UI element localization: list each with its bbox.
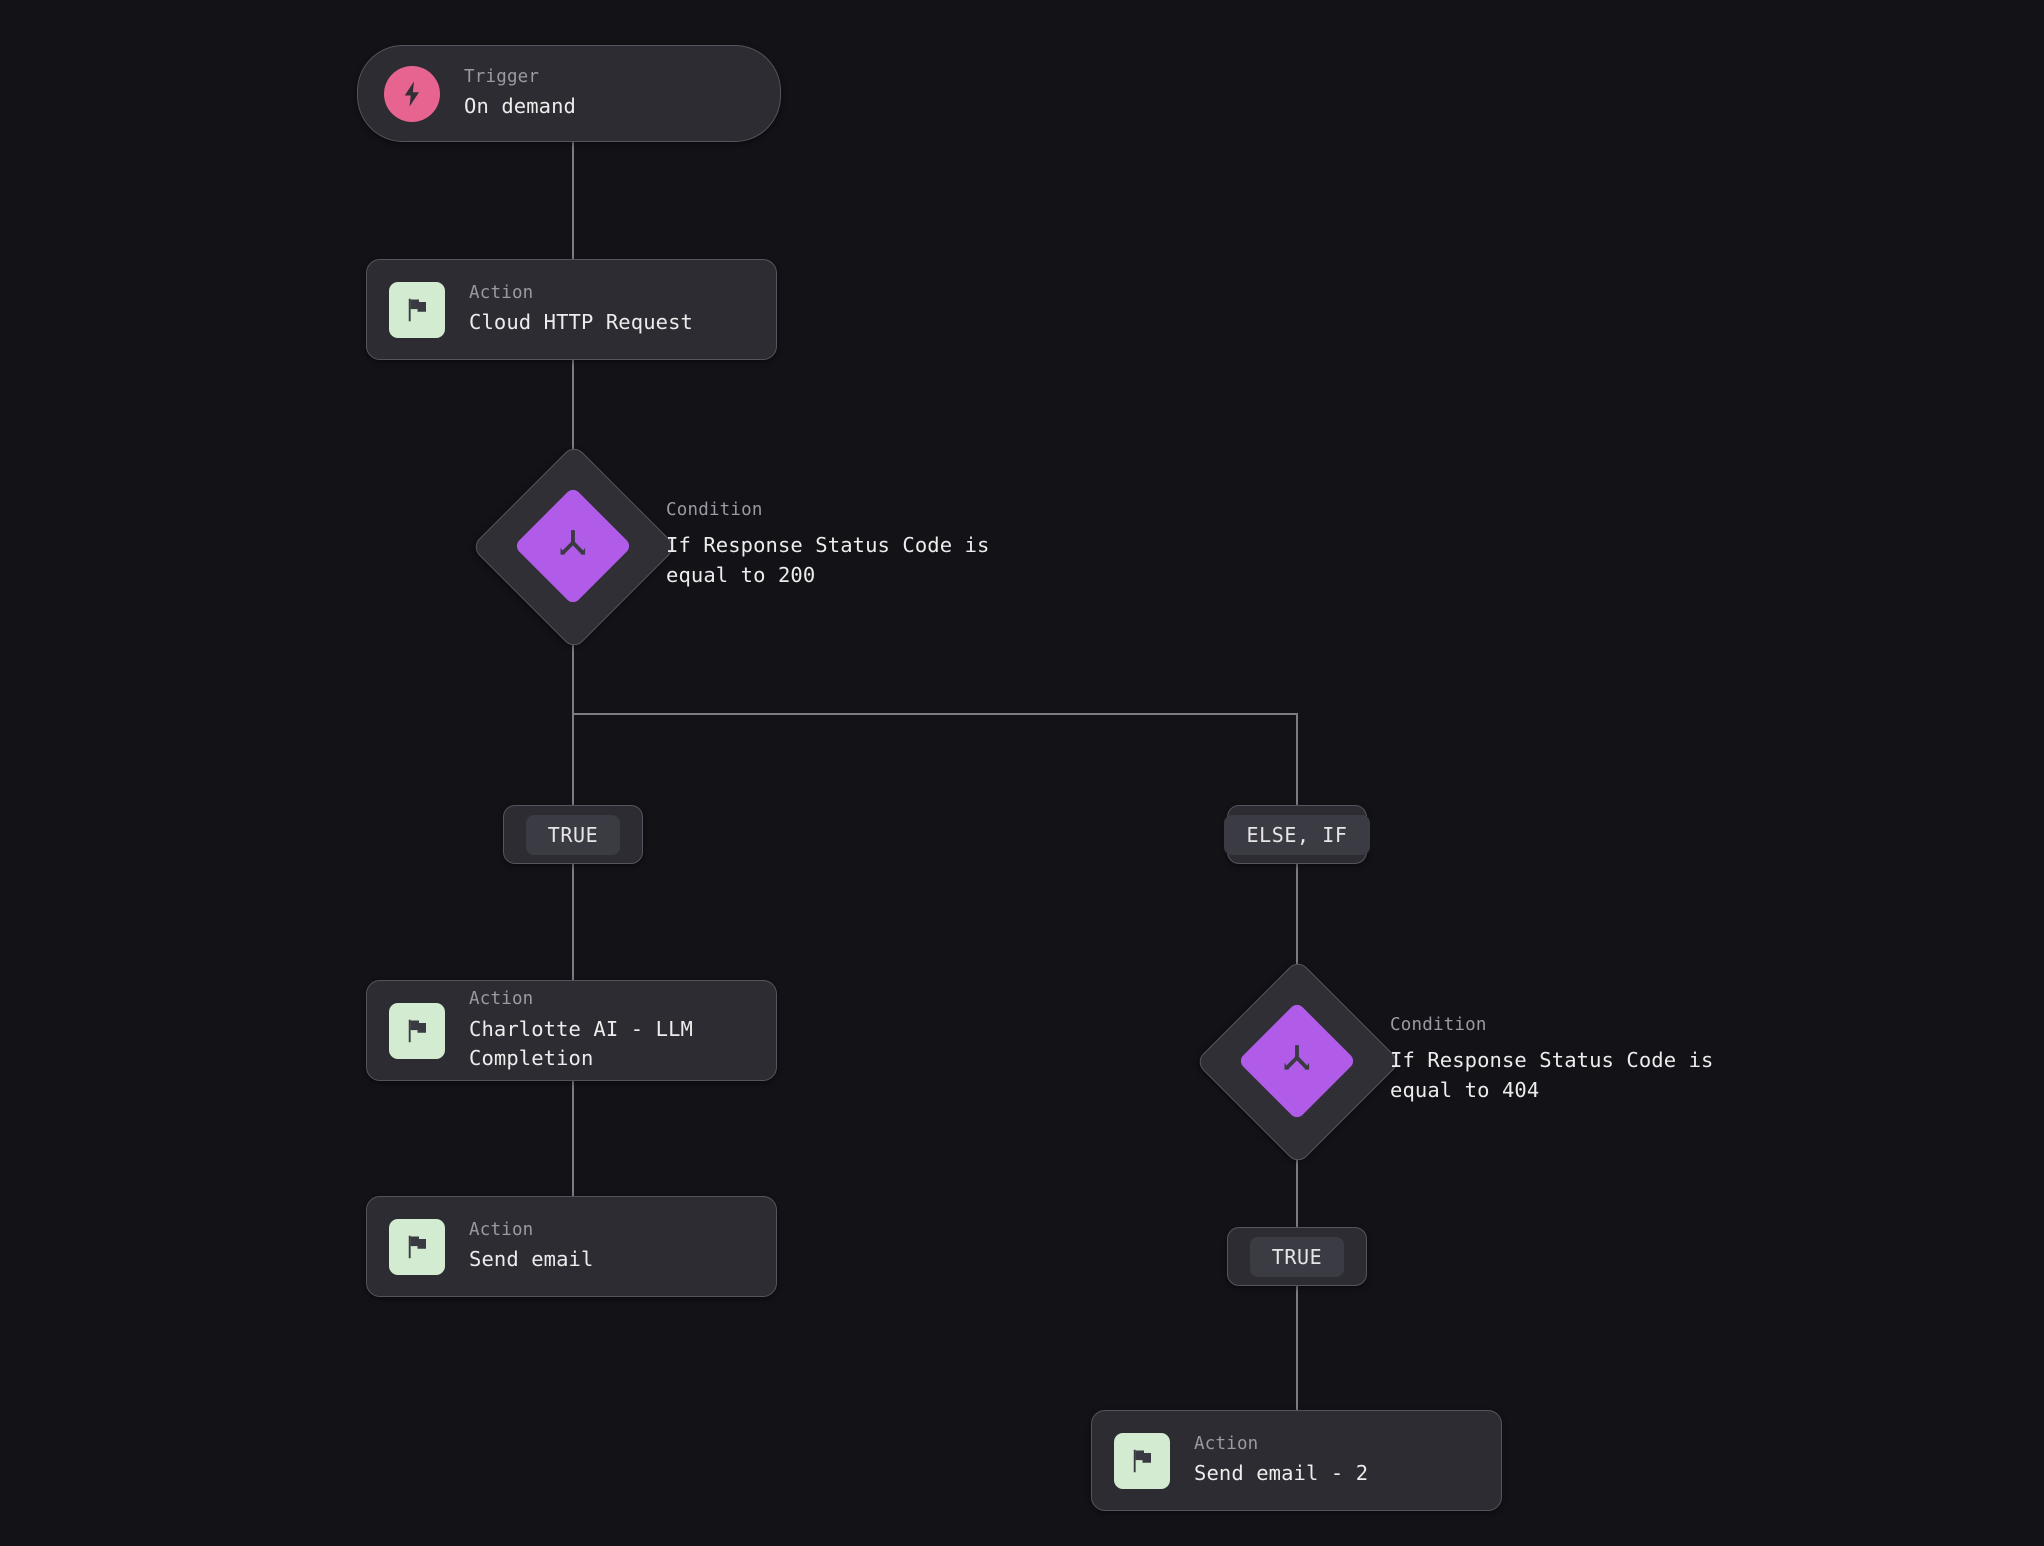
action-title-llm: Charlotte AI - LLM Completion xyxy=(469,1016,693,1070)
branch-badge-true-1[interactable]: TRUE xyxy=(503,805,643,864)
condition-label-404: Condition If Response Status Code is equ… xyxy=(1390,1015,1760,1105)
node-trigger-on-demand[interactable]: Trigger On demand xyxy=(357,45,781,142)
action-kind-label-email: Action xyxy=(469,1219,534,1240)
action-title-email: Send email xyxy=(469,1247,594,1272)
action-title-email-2: Send email - 2 xyxy=(1194,1461,1369,1486)
action-title-http: Cloud HTTP Request xyxy=(469,310,693,335)
action-icon-wrap-http xyxy=(389,281,445,338)
action-text-email-2: Action Send email - 2 xyxy=(1194,1433,1368,1489)
condition-label-200: Condition If Response Status Code is equ… xyxy=(666,500,1036,590)
trigger-title: On demand xyxy=(464,94,576,119)
action-kind-label-llm: Action xyxy=(469,989,534,1010)
flag-icon xyxy=(1114,1432,1170,1489)
action-icon-wrap-llm xyxy=(389,1002,445,1059)
branch-badge-true-1-label: TRUE xyxy=(525,814,621,855)
trigger-kind-label: Trigger xyxy=(464,66,540,87)
condition-kind-label-404: Condition xyxy=(1390,1015,1487,1036)
trigger-icon-wrap xyxy=(384,65,440,122)
node-action-send-email-2[interactable]: Action Send email - 2 xyxy=(1091,1410,1502,1511)
flag-icon xyxy=(389,1002,445,1059)
node-action-send-email[interactable]: Action Send email xyxy=(366,1196,777,1297)
action-kind-label-http: Action xyxy=(469,282,534,303)
node-condition-status-200[interactable] xyxy=(470,443,678,651)
action-text-http: Action Cloud HTTP Request xyxy=(469,282,693,338)
node-action-cloud-http-request[interactable]: Action Cloud HTTP Request xyxy=(366,259,777,360)
action-icon-wrap-email-2 xyxy=(1114,1432,1170,1489)
branch-split-icon xyxy=(1197,961,1397,1161)
flag-icon xyxy=(389,281,445,338)
branch-badge-else-if-label: ELSE, IF xyxy=(1224,814,1370,855)
action-icon-wrap-email xyxy=(389,1218,445,1275)
action-kind-label-email-2: Action xyxy=(1194,1433,1259,1454)
action-text-llm: Action Charlotte AI - LLM Completion xyxy=(469,988,754,1073)
branch-badge-else-if[interactable]: ELSE, IF xyxy=(1224,805,1370,864)
node-action-charlotte-ai-llm-completion[interactable]: Action Charlotte AI - LLM Completion xyxy=(366,980,777,1081)
branch-badge-true-2-label: TRUE xyxy=(1249,1236,1345,1277)
branch-badge-true-2[interactable]: TRUE xyxy=(1227,1227,1367,1286)
action-text-email: Action Send email xyxy=(469,1219,593,1275)
condition-kind-label-200: Condition xyxy=(666,500,763,521)
condition-title-404: If Response Status Code is equal to 404 xyxy=(1390,1048,1714,1102)
flag-icon xyxy=(389,1218,445,1275)
condition-title-200: If Response Status Code is equal to 200 xyxy=(666,533,990,587)
node-condition-status-404[interactable] xyxy=(1194,958,1402,1166)
trigger-text: Trigger On demand xyxy=(464,66,576,122)
branch-split-icon xyxy=(473,446,673,646)
lightning-bolt-icon xyxy=(384,65,440,122)
